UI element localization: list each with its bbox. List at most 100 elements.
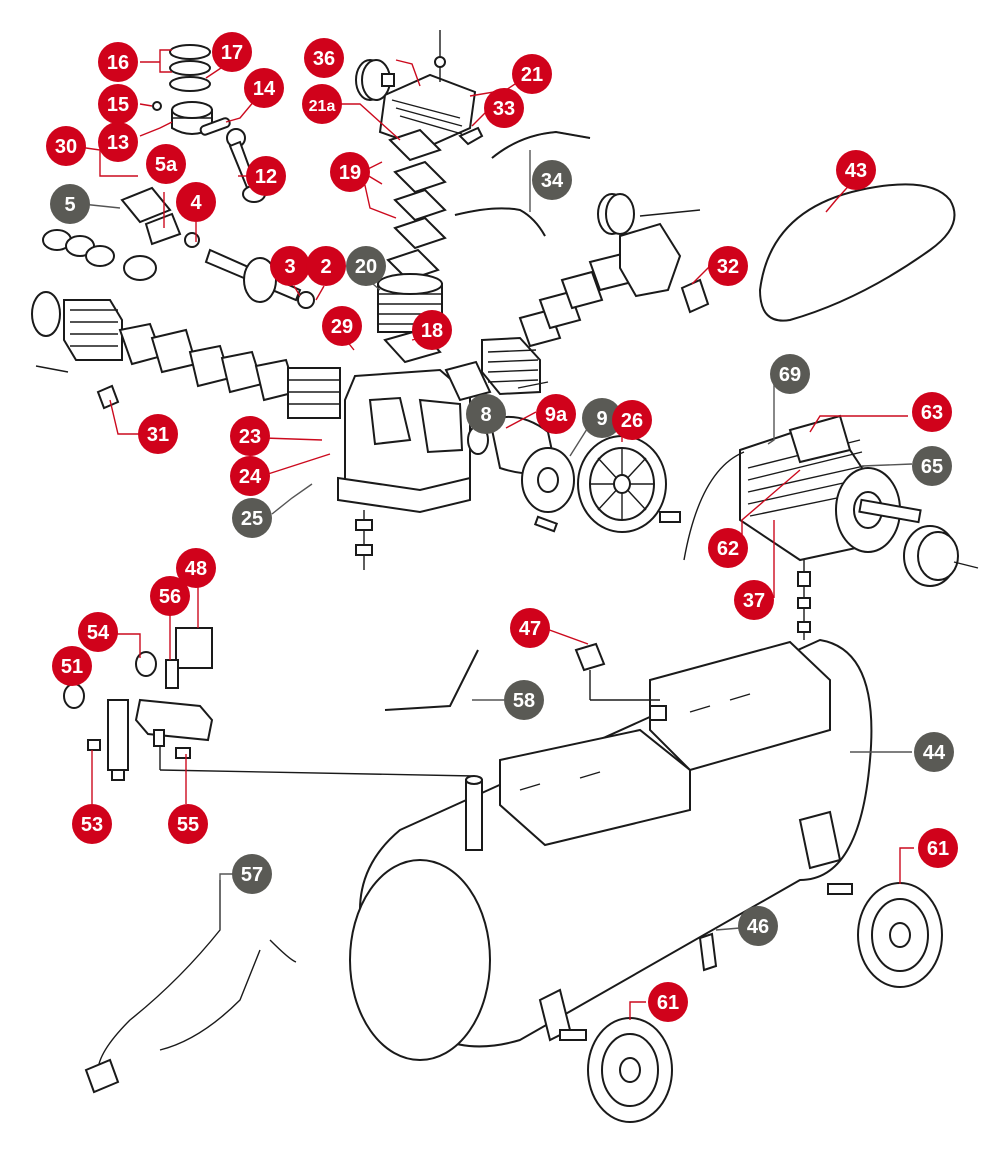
callout-number: 55 [177, 814, 199, 836]
callout-number: 29 [331, 316, 353, 338]
callout-badge-circle [346, 246, 386, 286]
callout-number: 63 [921, 402, 943, 424]
callout-badge-53: 53 [72, 804, 112, 844]
callout-number: 43 [845, 160, 867, 182]
callout-badge-51: 51 [52, 646, 92, 686]
callout-number: 30 [55, 136, 77, 158]
callout-badge-circle [78, 612, 118, 652]
callout-badge-62: 62 [708, 528, 748, 568]
callout-badge-43: 43 [836, 150, 876, 190]
callout-number: 23 [239, 426, 261, 448]
callout-badge-circle [708, 528, 748, 568]
cylinder-head-main [378, 30, 477, 150]
callout-badge-15: 15 [98, 84, 138, 124]
piston-rings [169, 44, 211, 92]
callout-badge-circle [98, 122, 138, 162]
elbow-fitting [458, 126, 484, 146]
callout-badge-55: 55 [168, 804, 208, 844]
air-tank [349, 638, 873, 1061]
callout-number: 4 [190, 192, 202, 214]
callout-number: 58 [513, 690, 535, 712]
crankshaft [204, 248, 315, 309]
callout-badge-9a: 9a [536, 394, 576, 434]
callout-number: 5a [155, 154, 178, 176]
right-cylinder-group [444, 193, 710, 402]
callout-badge-8: 8 [466, 394, 506, 434]
callout-badge-14: 14 [244, 68, 284, 108]
callout-number: 62 [717, 538, 739, 560]
left-cylinder-group [31, 229, 341, 419]
callout-badge-21a: 21a [302, 84, 342, 124]
callout-badge-circle [98, 42, 138, 82]
callout-number: 47 [519, 618, 541, 640]
callout-number: 15 [107, 94, 129, 116]
callout-number: 69 [779, 364, 801, 386]
line-art [31, 30, 979, 1123]
callout-badge-circle [232, 498, 272, 538]
callout-badge-circle [912, 392, 952, 432]
callout-badge-57: 57 [232, 854, 272, 894]
wheels [587, 882, 943, 1123]
circlip [152, 101, 162, 111]
callout-number: 25 [241, 508, 263, 530]
callout-badge-2: 2 [306, 246, 346, 286]
callout-badge-circle [770, 354, 810, 394]
callout-number: 32 [717, 256, 739, 278]
callout-badge-61: 61 [648, 982, 688, 1022]
callout-badge-44: 44 [914, 732, 954, 772]
callout-badge-69: 69 [770, 354, 810, 394]
callout-badge-30: 30 [46, 126, 86, 166]
callout-badge-circle [302, 84, 342, 124]
callout-badge-47: 47 [510, 608, 550, 648]
callout-number: 18 [421, 320, 443, 342]
callout-number: 9a [545, 404, 568, 426]
callout-badge-circle [176, 548, 216, 588]
callout-badge-18: 18 [412, 310, 452, 350]
callout-number: 9 [596, 408, 607, 430]
callout-number: 21a [309, 98, 336, 115]
callout-badge-circle [146, 144, 186, 184]
callout-number: 56 [159, 586, 181, 608]
callout-badge-circle [648, 982, 688, 1022]
callout-badge-17: 17 [212, 32, 252, 72]
flywheel-assembly [467, 415, 681, 533]
callout-badge-circle [150, 576, 190, 616]
callout-badge-36: 36 [304, 38, 344, 78]
callout-badge-circle [168, 804, 208, 844]
callout-badge-58: 58 [504, 680, 544, 720]
callout-number: 54 [87, 622, 110, 644]
callout-badge-3: 3 [270, 246, 310, 286]
callout-badge-circle [510, 608, 550, 648]
callout-badge-29: 29 [322, 306, 362, 346]
callout-badge-circle [836, 150, 876, 190]
callout-badge-circle [232, 854, 272, 894]
drain-valve [698, 932, 718, 972]
callout-badge-31: 31 [138, 414, 178, 454]
callout-number: 57 [241, 864, 263, 886]
callout-badge-circle [230, 456, 270, 496]
callout-number: 17 [221, 42, 243, 64]
callout-badge-circle [176, 182, 216, 222]
callout-badge-circle [412, 310, 452, 350]
callout-badge-circle [918, 828, 958, 868]
callout-number: 14 [253, 78, 276, 100]
callout-badge-circle [72, 804, 112, 844]
electric-motor [683, 414, 979, 640]
callout-number: 61 [927, 838, 949, 860]
callout-badge-48: 48 [176, 548, 216, 588]
callout-badge-56: 56 [150, 576, 190, 616]
callout-badge-circle [46, 126, 86, 166]
callout-number: 13 [107, 132, 129, 154]
callout-badge-5: 5 [50, 184, 90, 224]
callout-badge-circle [738, 906, 778, 946]
crankcase [337, 368, 471, 570]
callout-badge-9: 9 [582, 398, 622, 438]
callout-badge-circle [98, 84, 138, 124]
callout-number: 61 [657, 992, 679, 1014]
unloader-hose [384, 649, 479, 711]
callout-number: 44 [923, 742, 946, 764]
callout-badge-34: 34 [532, 160, 572, 200]
callout-number: 12 [255, 166, 277, 188]
power-cable [97, 880, 297, 1081]
callout-number: 46 [747, 916, 769, 938]
